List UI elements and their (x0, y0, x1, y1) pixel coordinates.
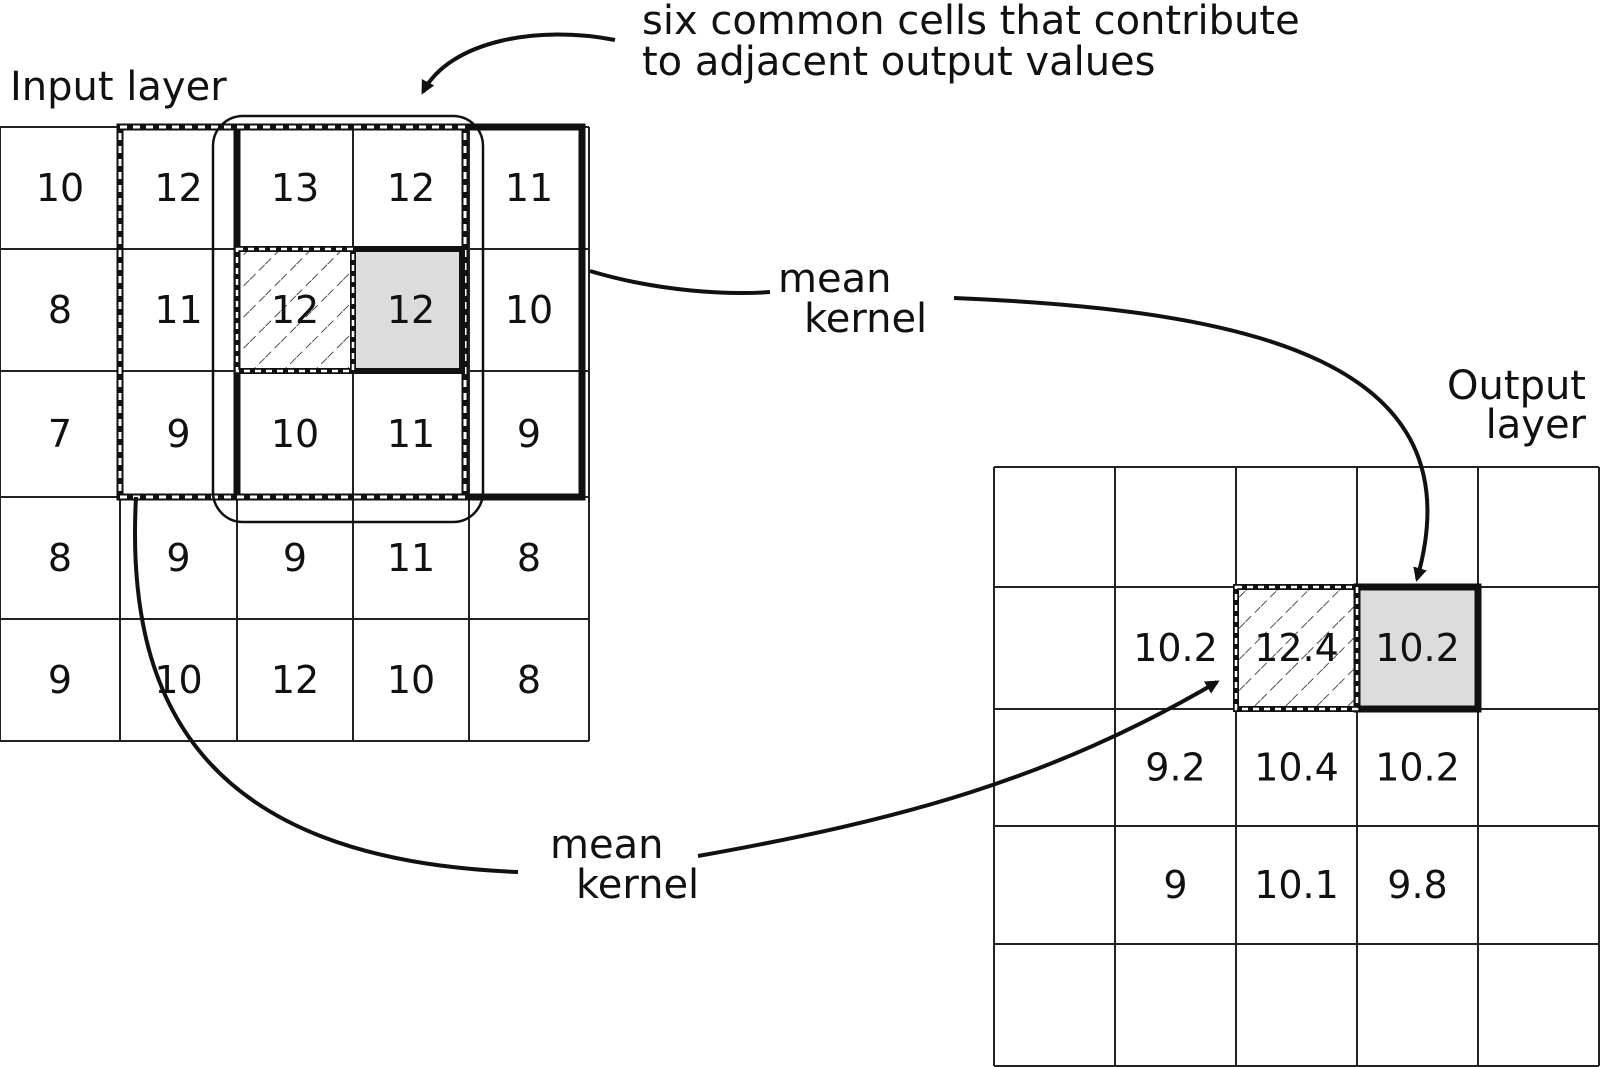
output-hatched-border-dash (1234, 585, 1359, 711)
input-cell-value: 10 (505, 288, 553, 332)
kernel-label-lower-line-2: kernel (576, 862, 699, 908)
kernel-label-lower-line-1: mean (550, 822, 663, 868)
output-cell-value: 10.1 (1254, 863, 1339, 907)
input-cell-value: 8 (48, 536, 72, 580)
input-layer-grid (0, 126, 590, 742)
output-cell-value: 10.4 (1254, 746, 1339, 790)
output-layer-title-line-2: layer (1486, 402, 1587, 448)
input-cell-value: 9 (166, 412, 190, 456)
output-cell-value: 10.2 (1375, 626, 1460, 670)
input-cell-value: 10 (36, 166, 84, 210)
input-cell-value: 7 (48, 412, 72, 456)
input-cell-value: 12 (271, 658, 319, 702)
output-cell-value: 10.2 (1133, 626, 1218, 670)
kernel-label-upper-line-1: mean (778, 256, 891, 302)
input-cell-value: 9 (48, 658, 72, 702)
input-cell-value: 11 (505, 166, 553, 210)
upper-kernel-arrow (953, 296, 1430, 582)
lower-kernel-arrow (697, 680, 1220, 858)
input-cell-value: 9 (283, 536, 307, 580)
input-cell-value: 8 (517, 658, 541, 702)
input-cell-value: 9 (517, 412, 541, 456)
input-cell-value: 12 (271, 288, 319, 332)
output-highlight-cell (1357, 587, 1478, 709)
output-cell-value: 12.4 (1254, 626, 1339, 670)
output-layer-cells: 10.2 12.4 10.2 9.2 10.4 10.2 9 10.1 9.8 (1133, 626, 1460, 907)
input-highlight-cell (353, 249, 462, 371)
output-cell-value: 9 (1163, 863, 1187, 907)
output-layer-title-line-1: Output (1447, 363, 1586, 409)
input-cell-value: 10 (387, 658, 435, 702)
input-cell-value: 13 (271, 166, 319, 210)
lower-kernel-connector (133, 496, 519, 874)
output-cell-value: 9.8 (1387, 863, 1447, 907)
kernel-label-upper-line-2: kernel (804, 296, 927, 342)
output-cell-value: 10.2 (1375, 746, 1460, 790)
input-cell-value: 12 (387, 166, 435, 210)
input-cell-value: 11 (154, 288, 202, 332)
input-cell-value: 9 (166, 536, 190, 580)
upper-kernel-connector (589, 269, 771, 295)
input-cell-value: 11 (387, 536, 435, 580)
input-hatched-cell (237, 249, 353, 371)
annotation-line-1: six common cells that contribute (642, 0, 1300, 44)
annotation-line-2: to adjacent output values (642, 39, 1156, 85)
output-hatched-cell (1236, 587, 1357, 709)
annotation-arrow (421, 32, 616, 95)
input-hatched-border-dash (235, 247, 355, 373)
common-cells-outline (211, 114, 485, 524)
input-cell-value: 11 (387, 412, 435, 456)
input-cell-value: 12 (387, 288, 435, 332)
output-cell-value: 9.2 (1145, 746, 1205, 790)
input-layer-cells: 10 12 13 12 11 8 11 12 12 10 7 9 10 11 9 8 9 9 11 8 9 10 12 10 8 (36, 166, 553, 702)
input-cell-value: 8 (48, 288, 72, 332)
input-cell-value: 8 (517, 536, 541, 580)
input-layer-title: Input layer (10, 64, 227, 110)
previous-kernel-window-dash (118, 125, 467, 499)
input-cell-value: 10 (154, 658, 202, 702)
input-cell-value: 12 (154, 166, 202, 210)
input-cell-value: 10 (271, 412, 319, 456)
